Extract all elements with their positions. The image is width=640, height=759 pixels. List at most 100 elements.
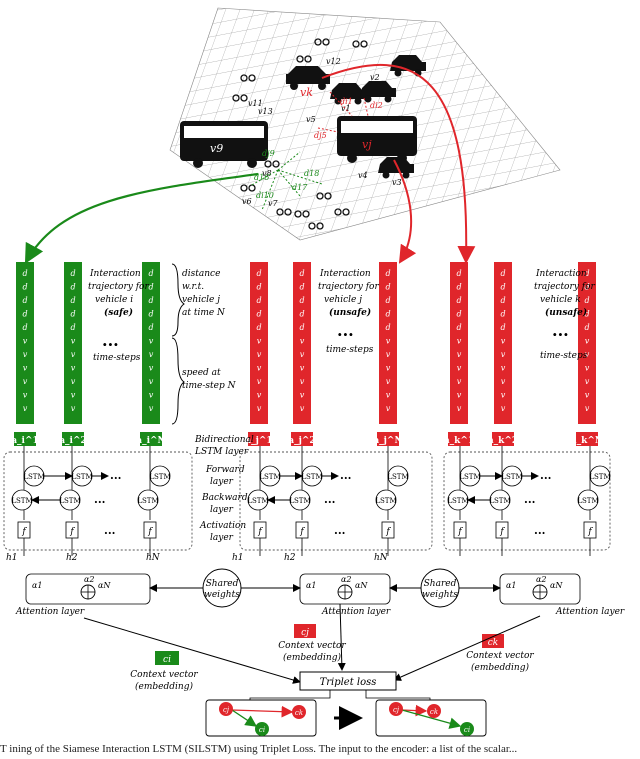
- column-i-2-cell: d: [70, 323, 75, 332]
- column-k-1-cell: v: [457, 364, 462, 373]
- arrow-to-vehicle-k: [321, 63, 476, 264]
- label-d16: d16: [254, 173, 269, 182]
- column-j-1-cell: d: [256, 296, 261, 305]
- column-j-2-cell: v: [300, 391, 305, 400]
- column-j-1-cell: d: [256, 283, 261, 292]
- activation-label: f: [499, 527, 505, 537]
- column-k-1-cell: v: [457, 337, 462, 346]
- triplet-before-ck: ck: [295, 709, 303, 717]
- lstm-backward-label: LSTM: [375, 497, 396, 505]
- activation-label: f: [257, 527, 263, 537]
- column-k-N-cell: d: [584, 310, 589, 319]
- column-j-N-cell: d: [385, 323, 390, 332]
- label-v6: v6: [242, 197, 252, 206]
- activation-label: f: [21, 527, 27, 537]
- column-j-N-cell: v: [386, 404, 391, 413]
- label-vehicle-k-dots: ...: [552, 321, 569, 340]
- column-i-N-cell: v: [149, 364, 154, 373]
- column-k-N-cell: v: [585, 377, 590, 386]
- label-distance-l4: at time N: [182, 308, 226, 318]
- column-j-N-cell: v: [386, 350, 391, 359]
- label-vehicle-k-line2: trajectory for: [534, 282, 595, 292]
- context-i-l1: Context vector: [130, 670, 198, 680]
- column-i-N-cell: v: [149, 350, 154, 359]
- triplet-after: cj ck ci: [375, 699, 487, 737]
- forward-dots: ...: [540, 469, 552, 482]
- input-columns: dddddvvvvvvdddddvvvvvvdddddvvvvvvdddddvv…: [16, 262, 596, 424]
- lstm-forward-label: LSTM: [149, 473, 170, 481]
- lstm-backward-label: LSTM: [11, 497, 32, 505]
- label-v4: v4: [358, 171, 368, 180]
- alpha1-label: α1: [32, 581, 43, 590]
- label-v9: v9: [210, 142, 223, 155]
- attention-label-i: Attention layer: [15, 607, 85, 617]
- triplet-before: cj ck ci: [205, 699, 317, 737]
- column-i-1-cell: v: [23, 350, 28, 359]
- column-k-2-cell: d: [500, 310, 505, 319]
- column-i-1-cell: d: [22, 269, 27, 278]
- input-tile-label: a_k^N: [571, 436, 603, 446]
- activation-label: f: [587, 527, 593, 537]
- lstm-backward-label: LSTM: [489, 497, 510, 505]
- label-vehicle-k-line3: vehicle k: [540, 295, 581, 305]
- label-v2: v2: [370, 73, 380, 82]
- column-i-1-cell: d: [22, 323, 27, 332]
- label-hN: hN: [146, 553, 161, 563]
- column-j-2-cell: d: [299, 283, 304, 292]
- column-i-2-cell: v: [71, 404, 76, 413]
- activation-label: f: [299, 527, 305, 537]
- shared-weights-left-l2: weights: [204, 590, 240, 600]
- column-j-N-cell: d: [385, 283, 390, 292]
- activation-label: f: [457, 527, 463, 537]
- lstm-backward-label: LSTM: [137, 497, 158, 505]
- input-tile-a_jN: a_j^N: [373, 432, 403, 446]
- input-tile-a_k1: a_k^1: [444, 432, 474, 446]
- lstm-forward-label: LSTM: [71, 473, 92, 481]
- column-j-2-cell: d: [299, 323, 304, 332]
- lstm-backward-label: LSTM: [247, 497, 268, 505]
- lstm-backward-label: LSTM: [577, 497, 598, 505]
- column-j-2-cell: d: [299, 310, 304, 319]
- column-k-N-cell: v: [585, 391, 590, 400]
- column-k-N-cell: d: [584, 323, 589, 332]
- column-k-N-cell: v: [585, 350, 590, 359]
- column-k-1-cell: d: [456, 283, 461, 292]
- line-att-k-to-loss: [393, 615, 541, 681]
- triplet-loss-label: Triplet loss: [320, 677, 377, 688]
- car-v2: v2: [360, 73, 396, 103]
- column-k-1-cell: d: [456, 269, 461, 278]
- alphaN-label: αN: [550, 581, 563, 590]
- context-vector-k: ck Context vector (embedding): [466, 634, 534, 673]
- bilstm-group-2: LSTMLSTMfLSTMLSTMfLSTMLSTMf.........: [443, 446, 611, 556]
- activation-label: f: [385, 527, 391, 537]
- column-i-2-cell: d: [70, 269, 75, 278]
- column-i-1-cell: v: [23, 364, 28, 373]
- traffic-scene: v9 vj vk v1 v2: [24, 7, 561, 264]
- column-i-1-cell: d: [22, 310, 27, 319]
- input-tile-label: a_k^2: [488, 436, 518, 446]
- input-tile-label: a_j^N: [373, 436, 402, 446]
- label-activation-1: Activation: [199, 521, 246, 531]
- lstm-forward-label: LSTM: [459, 473, 480, 481]
- column-j-2-cell: v: [300, 337, 305, 346]
- column-j-N-cell: d: [385, 269, 390, 278]
- label-di2: di2: [370, 101, 383, 110]
- alpha2-label: α2: [536, 575, 547, 584]
- triplet-before-cj: cj: [223, 706, 230, 714]
- input-tile-label: a_i^1: [11, 436, 39, 446]
- column-k-2-cell: v: [501, 404, 506, 413]
- column-i-2-cell: d: [70, 310, 75, 319]
- lstm-backward-label: LSTM: [59, 497, 80, 505]
- label-hN-j: hN: [374, 553, 389, 563]
- label-forward-1: Forward: [205, 465, 245, 475]
- column-j-1-cell: v: [257, 350, 262, 359]
- label-speed-l1: speed at: [182, 368, 221, 378]
- label-v5: v5: [306, 115, 316, 124]
